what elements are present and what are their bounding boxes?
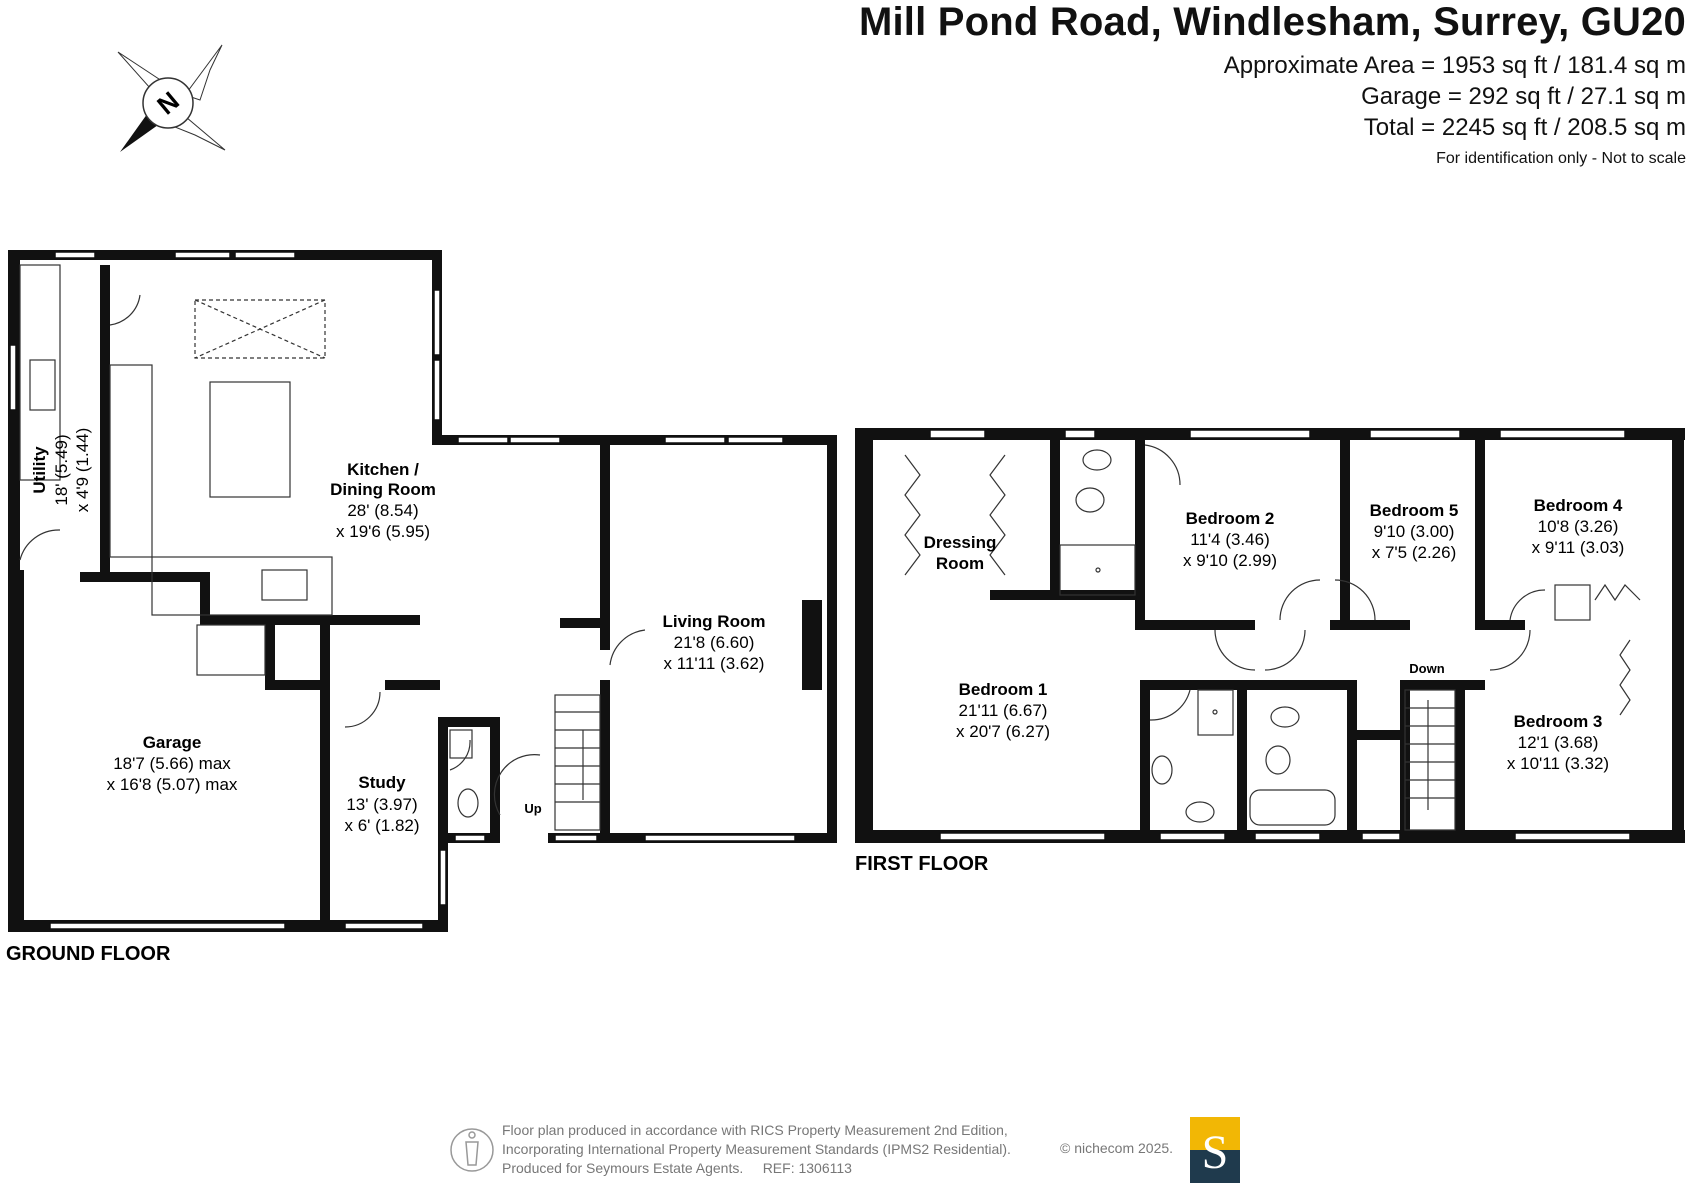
footer-notes: Floor plan produced in accordance with R… (502, 1121, 1011, 1178)
bedroom2-name: Bedroom 2 (1186, 509, 1275, 528)
study-name: Study (358, 773, 406, 792)
bedroom4-dim-1: 10'8 (3.26) (1538, 517, 1619, 536)
stairs-up-label: Up (524, 801, 541, 816)
bedroom2-dim-2: x 9'10 (2.99) (1183, 551, 1277, 570)
utility-name: Utility (30, 446, 49, 494)
living-dim-1: 21'8 (6.60) (674, 633, 755, 652)
copyright: © nichecom 2025. (1060, 1140, 1174, 1156)
dressing-name-2: Room (936, 554, 984, 573)
bedroom1-dim-1: 21'11 (6.67) (959, 701, 1048, 720)
living-name: Living Room (663, 612, 766, 631)
seymours-logo: S (1190, 1117, 1240, 1183)
total-area: Total = 2245 sq ft / 208.5 sq m (1363, 114, 1686, 141)
svg-text:S: S (1202, 1126, 1229, 1179)
kitchen-dim-1: 28' (8.54) (347, 501, 418, 520)
bedroom5-name: Bedroom 5 (1370, 501, 1459, 520)
garage-name: Garage (143, 733, 202, 752)
bedroom1-name: Bedroom 1 (959, 680, 1048, 699)
compass-icon: N (117, 44, 226, 152)
ground-floor-plan (8, 250, 837, 932)
footer-line-3: Produced for Seymours Estate Agents. REF… (502, 1160, 852, 1176)
bedroom4-dim-2: x 9'11 (3.03) (1532, 538, 1625, 557)
bedroom3-name: Bedroom 3 (1514, 712, 1603, 731)
garage-dim-1: 18'7 (5.66) max (113, 754, 231, 773)
kitchen-dim-2: x 19'6 (5.95) (336, 522, 430, 541)
garage-area: Garage = 292 sq ft / 27.1 sq m (1361, 83, 1686, 110)
utility-dim-2: x 4'9 (1.44) (73, 428, 92, 513)
garage-dim-2: x 16'8 (5.07) max (107, 775, 238, 794)
dressing-name-1: Dressing (924, 533, 997, 552)
disclaimer: For identification only - Not to scale (1436, 150, 1686, 167)
kitchen-name-2: Dining Room (330, 480, 436, 499)
property-title: Mill Pond Road, Windlesham, Surrey, GU20 (858, 0, 1686, 44)
footer-line-2: Incorporating International Property Mea… (502, 1141, 1011, 1157)
stairs-down-label: Down (1409, 661, 1444, 676)
first-floor-plan (855, 428, 1685, 843)
bedroom2-dim-1: 11'4 (3.46) (1190, 530, 1269, 549)
person-icon (450, 1128, 494, 1172)
living-dim-2: x 11'11 (3.62) (664, 654, 765, 673)
bedroom4-name: Bedroom 4 (1534, 496, 1623, 515)
bedroom5-dim-1: 9'10 (3.00) (1374, 522, 1455, 541)
bedroom5-dim-2: x 7'5 (2.26) (1372, 543, 1457, 562)
kitchen-name-1: Kitchen / (347, 460, 419, 479)
bedroom3-dim-2: x 10'11 (3.32) (1507, 754, 1609, 773)
study-dim-2: x 6' (1.82) (344, 816, 419, 835)
approx-area: Approximate Area = 1953 sq ft / 181.4 sq… (1223, 52, 1686, 79)
utility-dim-1: 18' (5.49) (52, 434, 71, 505)
first-floor-label: FIRST FLOOR (855, 853, 989, 875)
ground-floor-label: GROUND FLOOR (6, 943, 171, 965)
study-dim-1: 13' (3.97) (346, 795, 417, 814)
footer-line-1: Floor plan produced in accordance with R… (502, 1122, 1008, 1138)
bedroom1-dim-2: x 20'7 (6.27) (956, 722, 1050, 741)
bedroom3-dim-1: 12'1 (3.68) (1518, 733, 1599, 752)
